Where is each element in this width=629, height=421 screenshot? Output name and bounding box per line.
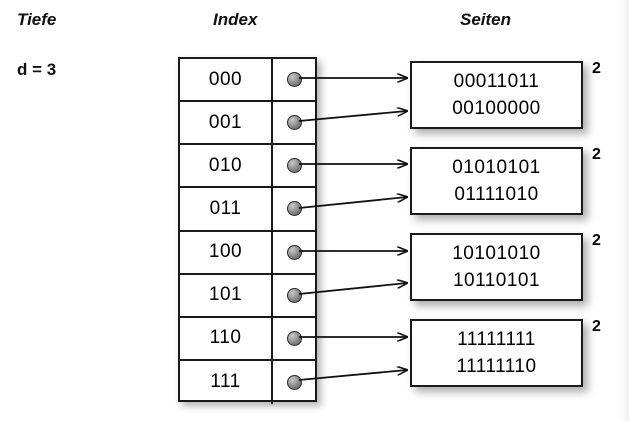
index-key: 101 (180, 274, 273, 316)
index-row: 110 (180, 317, 315, 361)
pointer-dot-icon (286, 158, 302, 174)
pointer-dot-icon (286, 374, 302, 390)
pointer-dot-icon (286, 115, 302, 131)
page-box: 10101010 10110101 (410, 233, 583, 301)
index-pointer-cell (273, 188, 315, 229)
index-key: 011 (180, 188, 273, 230)
page-line: 01111010 (454, 183, 539, 205)
column-heading-index: Index (213, 10, 258, 29)
depth-value-label: d = 3 (17, 60, 57, 79)
index-key: 000 (180, 59, 273, 101)
index-key: 111 (180, 360, 273, 404)
pointer-dot-icon (286, 201, 302, 217)
index-row: 011 (180, 188, 315, 232)
index-table: 000 001 010 011 100 (178, 57, 317, 404)
index-pointer-cell (273, 275, 315, 316)
index-pointer-cell (273, 361, 315, 404)
page-count-label: 2 (592, 146, 601, 163)
slide-right-edge (613, 0, 629, 421)
page-box: 01010101 01111010 (410, 147, 583, 215)
index-row: 100 (180, 231, 315, 275)
pointer-dot-icon (286, 330, 302, 346)
page-line: 00011011 (453, 70, 540, 92)
pointer-dot-icon (286, 244, 302, 260)
column-heading-pages: Seiten (460, 10, 512, 29)
page-box: 11111111 11111110 (410, 319, 583, 387)
page-count-label: 2 (592, 232, 601, 249)
page-line: 00100000 (452, 97, 541, 119)
page-box: 00011011 00100000 (410, 61, 583, 129)
index-pointer-cell (273, 145, 315, 186)
page-line: 11111110 (456, 355, 537, 377)
page-line: 11111111 (457, 328, 536, 350)
index-pointer-cell (273, 318, 315, 359)
index-row: 101 (180, 274, 315, 318)
pointer-dot-icon (286, 72, 302, 88)
index-pointer-cell (273, 232, 315, 273)
index-row: 000 (180, 59, 315, 103)
index-key: 100 (180, 231, 273, 273)
index-key: 010 (180, 145, 273, 187)
page-count-label: 2 (592, 318, 601, 335)
index-row: 111 (180, 360, 315, 404)
index-key: 001 (180, 102, 273, 144)
page-line: 10110101 (452, 269, 541, 291)
index-pointer-cell (273, 102, 315, 143)
page-line: 10101010 (452, 242, 541, 264)
column-heading-depth: Tiefe (17, 10, 57, 29)
index-row: 001 (180, 102, 315, 146)
index-key: 110 (180, 317, 273, 359)
pointer-dot-icon (286, 287, 302, 303)
index-row: 010 (180, 145, 315, 189)
page-line: 01010101 (452, 156, 541, 178)
index-pointer-cell (273, 59, 315, 100)
page-count-label: 2 (592, 60, 601, 77)
